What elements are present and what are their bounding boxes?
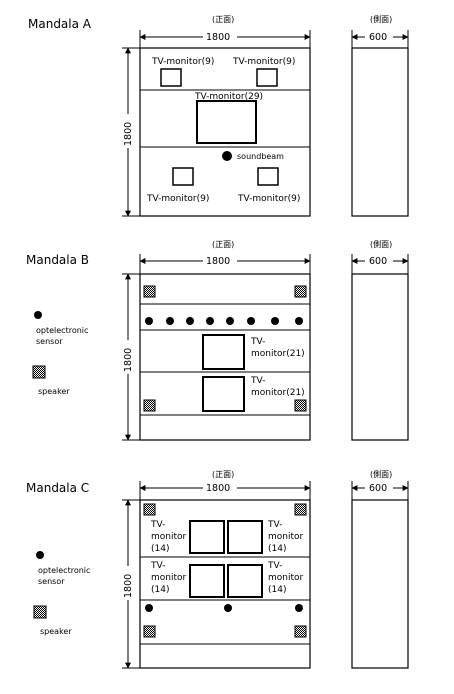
mandala-b-legend-speaker-icon xyxy=(32,365,46,379)
mandala-b-sensor xyxy=(226,317,234,325)
mandala-c-speaker-bl xyxy=(143,625,156,638)
mandala-c-width-dim: 1800 xyxy=(206,483,230,494)
mandala-c: Mandala C (正面) (側面) 1800 1800 optelectro… xyxy=(26,469,409,669)
mandala-c-monitor-4-l1: TV- xyxy=(267,561,282,571)
mandala-a-soundbeam-dot xyxy=(222,151,232,161)
mandala-a-monitor-tl xyxy=(160,68,182,87)
mandala-c-front-cabinet xyxy=(139,499,311,669)
mandala-c-monitor-1-l1: TV- xyxy=(150,520,165,530)
mandala-a-monitor-center-label: TV-monitor(29) xyxy=(194,92,263,102)
mandala-a-monitor-tl-label: TV-monitor(9) xyxy=(151,57,214,67)
mandala-a-monitor-br-label: TV-monitor(9) xyxy=(237,194,300,204)
mandala-c-sensor xyxy=(145,604,153,612)
mandala-a-side-label: (側面) xyxy=(370,14,392,24)
mandala-c-legend-sensor-dot xyxy=(36,551,44,559)
mandala-c-side-cabinet xyxy=(351,499,409,669)
mandala-b-sensor xyxy=(206,317,214,325)
mandala-b-width-dim: 1800 xyxy=(206,256,230,267)
mandala-a-title: Mandala A xyxy=(28,17,92,31)
mandala-b-sensor xyxy=(295,317,303,325)
mandala-b-speaker-tl xyxy=(143,285,156,298)
mandala-b-legend-speaker: speaker xyxy=(38,387,70,396)
mandala-a-monitor-tr-label: TV-monitor(9) xyxy=(232,57,295,67)
mandala-c-title: Mandala C xyxy=(26,481,89,495)
mandala-c-speaker-tr xyxy=(294,503,307,516)
mandala-c-monitor-2-l1: TV- xyxy=(267,520,282,530)
mandala-a-monitor-center xyxy=(196,100,257,144)
mandala-b-front-cabinet xyxy=(139,273,311,441)
mandala-c-monitor-3-l3: (14) xyxy=(151,585,169,595)
mandala-b-monitor-1-line1: TV- xyxy=(250,337,265,347)
mandala-a-monitor-br xyxy=(257,167,279,186)
mandala-c-legend-speaker: speaker xyxy=(40,627,72,636)
mandala-a-soundbeam-label: soundbeam xyxy=(237,152,284,161)
mandala-b-legend-sensor-1: optelectronic xyxy=(36,326,88,335)
mandala-a-depth-dim: 600 xyxy=(369,32,387,43)
mandala-c-monitor-4-l2: monitor xyxy=(268,573,304,583)
mandala-a: Mandala A (正面) (側面) 1800 1800 TV-monitor… xyxy=(28,14,409,217)
mandala-b-front-label: (正面) xyxy=(212,240,234,249)
mandala-b-title: Mandala B xyxy=(26,253,89,267)
mandala-a-height-dim: 1800 xyxy=(123,122,134,146)
mandala-a-side-cabinet xyxy=(351,47,409,217)
mandala-b-depth-dim: 600 xyxy=(369,256,387,267)
mandala-a-front-label: (正面) xyxy=(212,15,234,24)
mandala-c-sensor xyxy=(295,604,303,612)
mandala-b-sensor xyxy=(145,317,153,325)
mandala-b-sensor xyxy=(247,317,255,325)
mandala-a-monitor-tr xyxy=(256,68,278,87)
mandala-b-height-dim: 1800 xyxy=(123,348,134,372)
mandala-c-monitor-2-l3: (14) xyxy=(268,544,286,554)
mandala-b-side-label: (側面) xyxy=(370,239,392,249)
mandala-b-legend-sensor-dot xyxy=(34,311,42,319)
mandala-a-monitor-bl-label: TV-monitor(9) xyxy=(146,194,209,204)
mandala-b-side-cabinet xyxy=(351,273,409,441)
mandala-c-legend-sensor-1: optelectronic xyxy=(38,566,90,575)
mandala-c-monitor-3-l1: TV- xyxy=(150,561,165,571)
mandala-c-front-label: (正面) xyxy=(212,470,234,479)
mandala-c-sensor xyxy=(224,604,232,612)
mandala-b-monitor-1 xyxy=(202,334,245,370)
mandala-a-front-cabinet xyxy=(139,47,311,217)
mandala-b: Mandala B (正面) (側面) 1800 1800 optelectro… xyxy=(26,239,409,441)
mandala-c-speaker-br xyxy=(294,625,307,638)
mandala-b-monitor-2-line1: TV- xyxy=(250,376,265,386)
mandala-c-depth-dim: 600 xyxy=(369,483,387,494)
mandala-c-monitor-4-l3: (14) xyxy=(268,585,286,595)
mandala-c-monitor-3-l2: monitor xyxy=(151,573,187,583)
mandala-c-height-dim: 1800 xyxy=(123,574,134,598)
mandala-b-sensor xyxy=(166,317,174,325)
mandala-c-monitor-3 xyxy=(189,564,225,598)
mandala-b-sensor xyxy=(186,317,194,325)
mandala-b-speaker-bl xyxy=(143,399,156,412)
mandala-c-monitor-2-l2: monitor xyxy=(268,532,304,542)
mandala-b-monitor-2-line2: monitor(21) xyxy=(251,388,305,398)
mandala-c-monitor-4 xyxy=(227,564,263,598)
mandala-c-legend-sensor-2: sensor xyxy=(38,577,65,586)
mandala-c-monitor-1 xyxy=(189,520,225,554)
mandala-b-legend-sensor-2: sensor xyxy=(36,337,63,346)
mandala-b-monitor-1-line2: monitor(21) xyxy=(251,349,305,359)
mandala-b-speaker-br xyxy=(294,399,307,412)
mandala-c-monitor-2 xyxy=(227,520,263,554)
mandala-c-speaker-tl xyxy=(143,503,156,516)
mandala-c-side-label: (側面) xyxy=(370,469,392,479)
mandala-b-speaker-tr xyxy=(294,285,307,298)
mandala-b-monitor-2 xyxy=(202,376,245,412)
mandala-b-sensor xyxy=(271,317,279,325)
mandala-c-monitor-1-l3: (14) xyxy=(151,544,169,554)
mandala-a-monitor-bl xyxy=(172,167,194,186)
mandala-a-width-dim: 1800 xyxy=(206,32,230,43)
mandala-b-sensor-row xyxy=(145,317,303,325)
mandala-c-legend-speaker-icon xyxy=(33,605,47,619)
mandala-c-monitor-1-l2: monitor xyxy=(151,532,187,542)
